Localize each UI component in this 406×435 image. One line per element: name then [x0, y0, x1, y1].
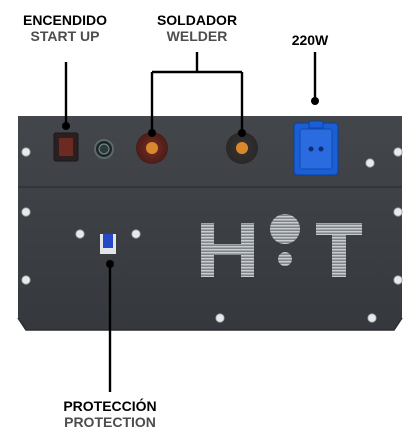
- outlet-label-text: 220W: [291, 32, 329, 48]
- protection-label: PROTECCIÓN PROTECTION: [30, 398, 190, 430]
- hot-logo: [201, 214, 362, 277]
- protection-label-en: PROTECTION: [64, 414, 156, 430]
- outlet-label: 220W: [270, 32, 350, 48]
- panel-screws: [21, 147, 403, 323]
- power-switch-rocker: [59, 138, 73, 156]
- callout-lines: [64, 52, 317, 392]
- power-label: ENCENDIDO START UP: [0, 12, 130, 44]
- breaker-lever: [103, 234, 113, 248]
- welder-label-es: SOLDADOR: [156, 12, 238, 28]
- power-label-es: ENCENDIDO: [22, 12, 107, 28]
- callout-dots: [62, 97, 319, 268]
- protection-label-es: PROTECCIÓN: [63, 398, 157, 414]
- socket-center: [146, 142, 158, 154]
- welder-label-en: WELDER: [166, 28, 228, 44]
- socket-center: [236, 142, 248, 154]
- power-label-en: START UP: [30, 28, 100, 44]
- welder-label: SOLDADOR WELDER: [132, 12, 262, 44]
